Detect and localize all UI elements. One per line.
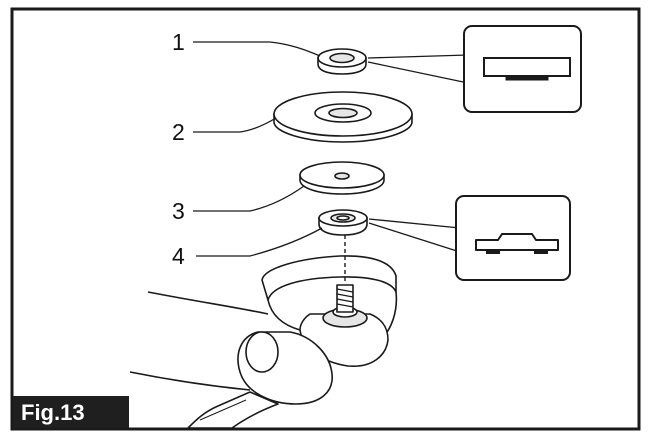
side-handle-knob-face bbox=[245, 331, 279, 373]
side-handle-grip bbox=[187, 391, 279, 429]
part-2-wheel bbox=[273, 91, 413, 143]
grinder-body bbox=[129, 255, 398, 429]
detail-bottom-pointer-1 bbox=[368, 218, 461, 229]
detail-top-pointer-1 bbox=[367, 54, 469, 59]
callout-3-label: 3 bbox=[172, 198, 185, 224]
detail-box-top bbox=[367, 25, 582, 113]
inner-flange-section-foot-right bbox=[534, 250, 548, 254]
callout-leaders bbox=[193, 41, 323, 257]
leader-3 bbox=[193, 185, 305, 212]
grinder-housing-upper bbox=[147, 291, 269, 315]
lock-nut-section-boss bbox=[505, 75, 549, 81]
part-3-washer bbox=[299, 161, 385, 195]
part-4-inner-flange bbox=[318, 209, 368, 236]
figure-label: Fig.13 bbox=[21, 400, 85, 425]
grinder-housing-lower bbox=[129, 371, 251, 391]
wheel-guard-rim bbox=[267, 299, 301, 331]
part-1-lock-nut bbox=[317, 48, 367, 75]
leader-2 bbox=[193, 117, 277, 133]
figure-badge bbox=[13, 396, 129, 428]
leader-1 bbox=[193, 41, 321, 57]
leader-4 bbox=[196, 227, 323, 257]
detail-top-pointer-2 bbox=[367, 61, 469, 84]
side-handle-grip-line bbox=[199, 399, 247, 421]
spindle-thread bbox=[336, 288, 354, 308]
detail-box-bottom bbox=[368, 195, 571, 281]
callout-2-label: 2 bbox=[172, 119, 185, 145]
detail-bottom-pointer-2 bbox=[368, 222, 461, 253]
wheel-guard bbox=[261, 255, 397, 301]
callout-1-label: 1 bbox=[172, 29, 185, 55]
inner-flange-section bbox=[475, 233, 559, 251]
inner-flange-section-foot-left bbox=[486, 250, 500, 254]
callout-4-label: 4 bbox=[172, 243, 185, 269]
lock-nut-section bbox=[483, 57, 571, 77]
